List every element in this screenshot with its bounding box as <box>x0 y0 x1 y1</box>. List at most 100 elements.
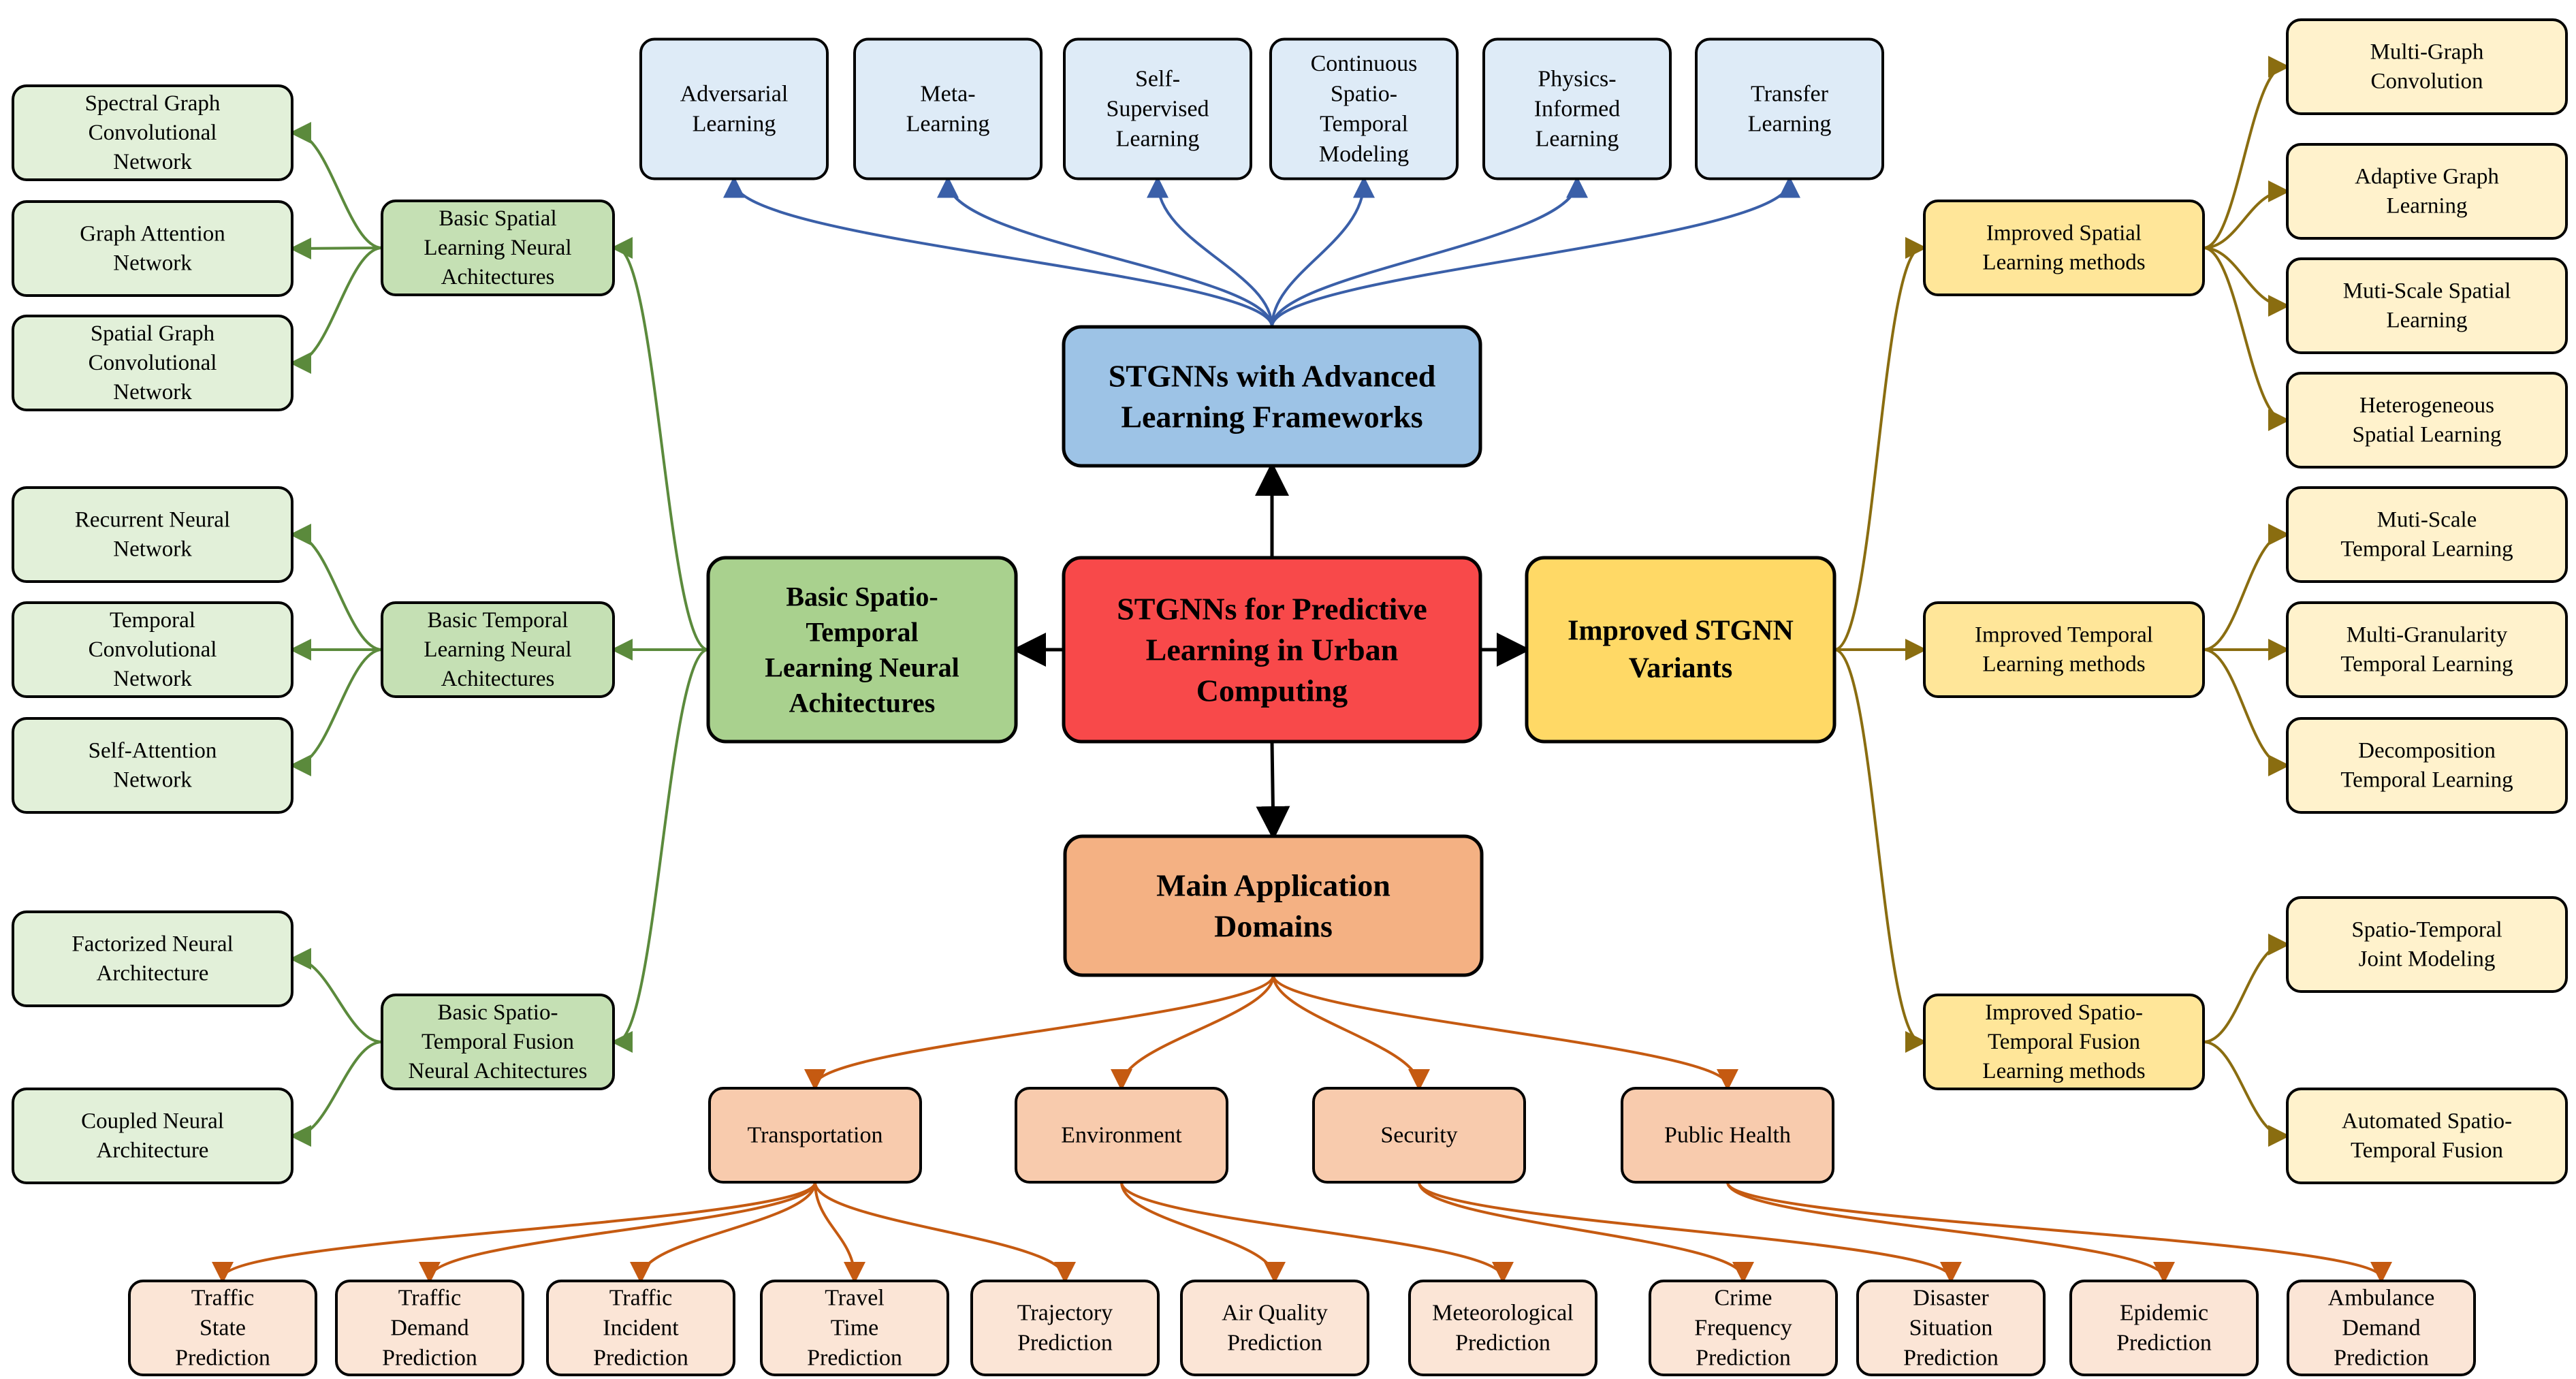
improved-leaf-node-label-line: Automated Spatio- <box>2342 1109 2512 1134</box>
basic-leaf-node-label-line: Coupled Neural <box>81 1109 224 1134</box>
task-connector <box>1418 1182 1754 1284</box>
improved-leaf-node-shape <box>2286 257 2568 354</box>
advanced-item-shape <box>853 37 1043 180</box>
advanced-connector <box>1271 176 1588 328</box>
improved-leaf-node-label-line: Heterogeneous <box>2359 394 2494 418</box>
prediction-task-node-label-line: Air Quality <box>1222 1300 1328 1325</box>
basic-leaf-node-label-line: Architecture <box>97 1138 209 1162</box>
improved-leaf-node-label-line: Temporal Fusion <box>2351 1138 2503 1162</box>
task-connector <box>814 1182 865 1284</box>
advanced-item-shape <box>1269 37 1459 180</box>
center-node-shape <box>1062 556 1482 744</box>
prediction-task-node-label-line: Frequency <box>1694 1316 1792 1341</box>
basic-leaf-node-label-line: Architecture <box>97 961 209 985</box>
advanced-connector <box>1271 176 1375 328</box>
improved-variants-node-label-line: Variants <box>1629 652 1732 684</box>
connector-layer <box>212 56 2392 1284</box>
improved-connector <box>1834 648 1927 1053</box>
domain-connector <box>804 974 1275 1091</box>
prediction-task-node-label-line: Epidemic <box>2120 1300 2208 1325</box>
advanced-item-label-line: Supervised <box>1106 97 1209 122</box>
domain-connector <box>1272 974 1430 1091</box>
advanced-item-label-line: Physics- <box>1538 66 1616 91</box>
prediction-task-node-label-line: Prediction <box>382 1346 477 1371</box>
prediction-task-node-label-line: Demand <box>2342 1316 2420 1341</box>
basic-architectures-node-label-line: Achitectures <box>789 688 936 718</box>
improved-leaf-connector <box>2203 648 2290 776</box>
basic-leaf-node-label-line: Network <box>113 767 192 792</box>
prediction-task-node-label-line: Crime <box>1715 1285 1772 1310</box>
improved-leaf-node-label-line: Temporal Learning <box>2340 767 2513 792</box>
task-connector <box>1726 1182 2175 1284</box>
basic-leaf-node-label-line: Self-Attention <box>89 739 217 763</box>
advanced-connector <box>1147 176 1273 328</box>
prediction-task-node-label-line: Incident <box>603 1316 679 1341</box>
basic-leaf-node-label-line: Factorized Neural <box>71 932 233 957</box>
improved-leaf-node-label-line: Spatial Learning <box>2352 422 2501 447</box>
basic-leaf-node-shape <box>12 717 293 814</box>
basic-leaf-node-label-line: Spatial Graph <box>91 321 215 346</box>
prediction-task-node-shape <box>2069 1280 2259 1376</box>
advanced-item-label-line: Transfer <box>1751 81 1829 106</box>
application-domains-node-label-line: Domains <box>1214 908 1333 943</box>
prediction-task-node-label-line: Demand <box>390 1316 468 1341</box>
center-node-label-line: STGNNs for Predictive <box>1117 592 1427 627</box>
domain-node-shape <box>1015 1087 1228 1184</box>
basic-group-node-label-line: Achitectures <box>441 265 555 289</box>
prediction-task-node-label-line: Prediction <box>593 1346 688 1371</box>
advanced-frameworks-node-label-line: Learning Frameworks <box>1121 399 1422 434</box>
improved-leaf-node-shape <box>2286 143 2568 240</box>
task-connector <box>1726 1182 2392 1284</box>
improved-leaf-node-shape <box>2286 18 2568 115</box>
advanced-item-label-line: Learning <box>906 112 990 137</box>
improved-leaf-node-label-line: Decomposition <box>2358 739 2496 763</box>
prediction-task-node-label-line: Prediction <box>807 1346 902 1371</box>
task-connector <box>1120 1182 1514 1284</box>
domain-node-shape <box>708 1087 922 1184</box>
improved-leaf-node-label-line: Multi-Granularity <box>2347 623 2508 648</box>
improved-leaf-node-label-line: Joint Modeling <box>2359 947 2496 971</box>
prediction-task-node-label-line: Prediction <box>1903 1346 1999 1371</box>
advanced-connector <box>1271 176 1800 328</box>
basic-leaf-node-shape <box>12 601 293 698</box>
improved-leaf-connector <box>2203 1041 2290 1147</box>
improved-group-node-label-line: Learning methods <box>1982 250 2145 274</box>
basic-architectures-node-shape <box>706 556 1018 744</box>
basic-group-node-label-line: Learning Neural <box>424 637 571 662</box>
prediction-task-node-label-line: Prediction <box>1696 1346 1791 1371</box>
basic-leaf-connector <box>289 237 383 259</box>
domain-node: Environment <box>1015 1087 1228 1184</box>
prediction-task-node-label-line: Time <box>831 1316 879 1341</box>
basic-leaf-node-shape <box>12 1088 293 1184</box>
domain-node-label-line: Transportation <box>748 1123 883 1148</box>
basic-group-node-label-line: Basic Spatial <box>439 206 556 231</box>
basic-group-node-label-line: Achitectures <box>441 667 555 691</box>
improved-leaf-connector <box>2203 56 2290 249</box>
prediction-task-node-label-line: Trajectory <box>1017 1300 1113 1325</box>
center-node-label-line: Computing <box>1196 673 1348 708</box>
prediction-task-node-shape <box>760 1280 949 1376</box>
advanced-connector <box>723 176 1273 328</box>
advanced-item-shape <box>1482 37 1672 180</box>
advanced-item-label-line: Informed <box>1534 97 1621 122</box>
improved-group-node-label-line: Improved Spatial <box>1986 221 2142 246</box>
prediction-task-node-label-line: Meteorological <box>1432 1300 1574 1325</box>
basic-leaf-node-label-line: Convolutional <box>89 637 217 662</box>
basic-leaf-connector <box>289 122 383 249</box>
task-connector <box>630 1182 816 1284</box>
